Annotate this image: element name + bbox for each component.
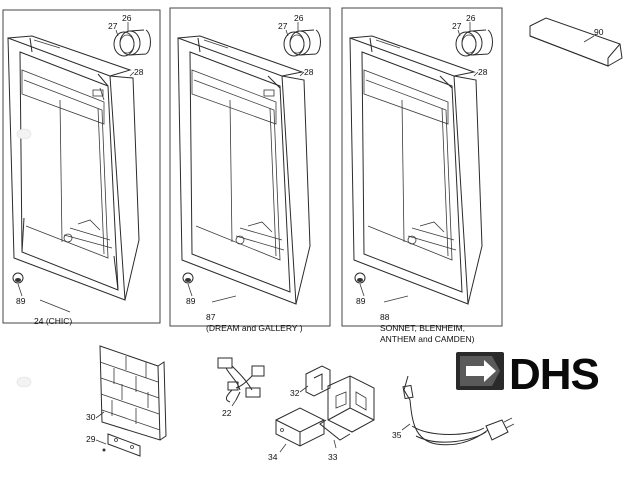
- flue-spigot-icon: [113, 29, 151, 57]
- callout-30: 30: [86, 412, 96, 422]
- callout-89: 89: [186, 296, 196, 306]
- part-29-bracket: 29: [86, 433, 141, 457]
- arrow-logo-icon: [456, 352, 504, 390]
- callout-28: 28: [134, 67, 144, 77]
- callout-29: 29: [86, 434, 96, 444]
- dhs-logo-text: DHS: [509, 350, 599, 399]
- part-22-wiring: 22: [217, 357, 265, 418]
- scan-mark: [16, 128, 32, 140]
- flue-spigot-icon: [283, 29, 321, 57]
- part-35-mains-cable: 35: [392, 375, 515, 446]
- caption-dream: (DREAM and GALLERY ): [206, 323, 303, 333]
- part-34-control-box: 34: [268, 407, 325, 462]
- scan-mark: [16, 376, 32, 388]
- dhs-logo: DHS: [456, 350, 600, 399]
- callout-34: 34: [268, 452, 278, 462]
- callout-27: 27: [452, 21, 462, 31]
- callout-26: 26: [294, 13, 304, 23]
- part-33-bracket: 32 33: [290, 365, 375, 462]
- firebox-panel-chic: 27 26 28 89 24 (CHIC): [2, 9, 161, 326]
- firebox-panel-dream: 27 26 28 89 87 (DREAM and GALLERY ): [169, 7, 331, 333]
- caption-chic: 24 (CHIC): [34, 316, 72, 326]
- callout-28: 28: [304, 67, 314, 77]
- callout-89: 89: [356, 296, 366, 306]
- callout-89: 89: [16, 296, 26, 306]
- caption-sonnet-line1: SONNET, BLENHEIM,: [380, 323, 465, 333]
- callout-90: 90: [594, 27, 604, 37]
- callout-28: 28: [478, 67, 488, 77]
- caption-sonnet-line2: ANTHEM and CAMDEN): [380, 334, 475, 344]
- part-90-plate: 90: [529, 17, 623, 67]
- firebox-panel-sonnet: 27 26 28 89 88 SONNET, BLENHEIM, ANTHEM …: [341, 7, 503, 344]
- part-30-brick-panel: 30: [86, 345, 167, 441]
- callout-26: 26: [122, 13, 132, 23]
- flue-spigot-icon: [455, 29, 493, 57]
- callout-26: 26: [466, 13, 476, 23]
- callout-27: 27: [108, 21, 118, 31]
- caption-dream-number: 87: [206, 312, 216, 322]
- callout-27: 27: [278, 21, 288, 31]
- caption-sonnet-number: 88: [380, 312, 390, 322]
- callout-33: 33: [328, 452, 338, 462]
- callout-22: 22: [222, 408, 232, 418]
- callout-35: 35: [392, 430, 402, 440]
- callout-32: 32: [290, 388, 300, 398]
